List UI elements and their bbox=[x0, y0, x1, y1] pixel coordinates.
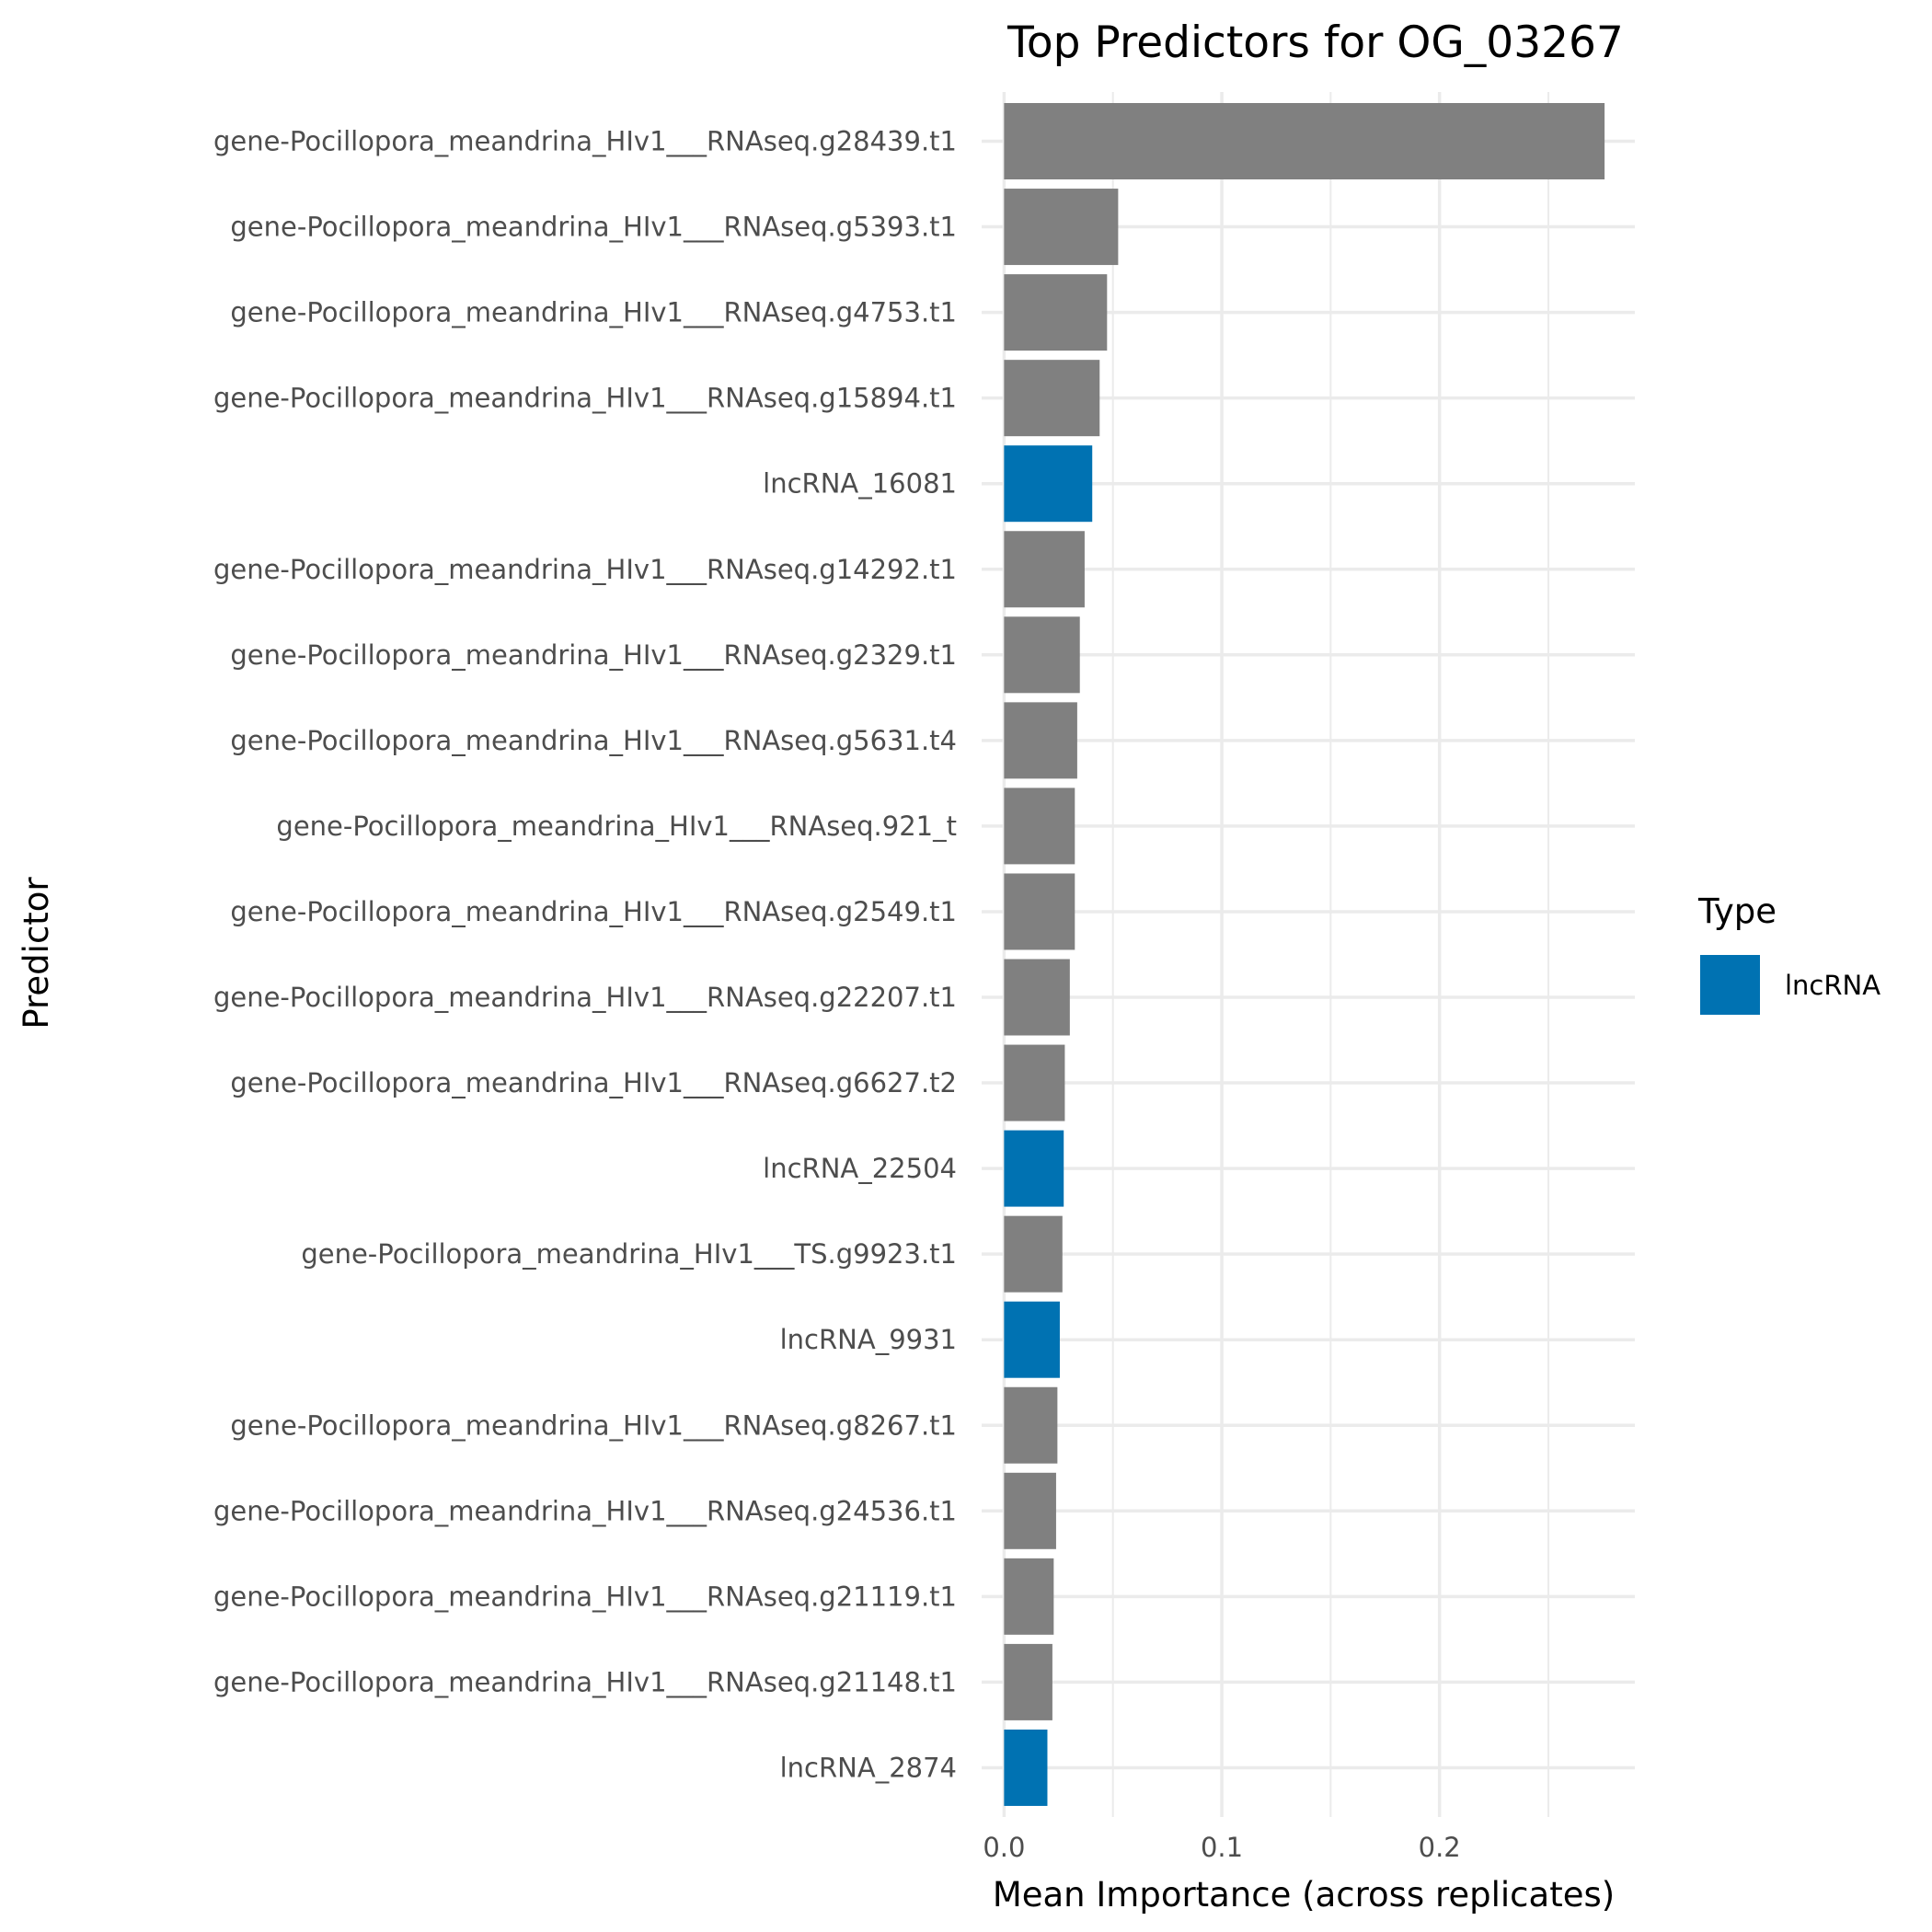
bar bbox=[1004, 1729, 1048, 1806]
bar bbox=[1004, 1558, 1054, 1635]
y-tick-label: lncRNA_22504 bbox=[763, 1153, 957, 1184]
y-tick-label: lncRNA_9931 bbox=[780, 1324, 957, 1355]
bar bbox=[1004, 1215, 1063, 1293]
y-tick-label: gene-Pocillopora_meandrina_HIv1___RNAseq… bbox=[230, 297, 957, 328]
legend-key-lncrna bbox=[1700, 955, 1760, 1015]
y-tick-label: gene-Pocillopora_meandrina_HIv1___RNAseq… bbox=[230, 1409, 957, 1441]
y-tick-label: gene-Pocillopora_meandrina_HIv1___RNAseq… bbox=[213, 126, 957, 157]
chart-title: Top Predictors for OG_03267 bbox=[1006, 17, 1624, 68]
bar bbox=[1004, 360, 1100, 437]
grid-lines bbox=[982, 92, 1635, 1817]
bar bbox=[1004, 616, 1080, 694]
x-tick-label: 0.1 bbox=[1201, 1832, 1243, 1863]
y-tick-label: gene-Pocillopora_meandrina_HIv1___RNAseq… bbox=[213, 554, 957, 585]
y-tick-label: gene-Pocillopora_meandrina_HIv1___TS.g99… bbox=[301, 1238, 957, 1270]
bar bbox=[1004, 1044, 1065, 1121]
bar bbox=[1004, 1472, 1056, 1549]
bar bbox=[1004, 873, 1075, 950]
bar bbox=[1004, 189, 1119, 266]
bar bbox=[1004, 788, 1075, 865]
bar bbox=[1004, 531, 1085, 608]
bar bbox=[1004, 1130, 1064, 1207]
legend-title: Type bbox=[1697, 891, 1777, 931]
y-tick-label: gene-Pocillopora_meandrina_HIv1___RNAseq… bbox=[213, 383, 957, 414]
bar bbox=[1004, 445, 1093, 523]
y-tick-label: gene-Pocillopora_meandrina_HIv1___RNAseq… bbox=[230, 212, 957, 243]
y-tick-label: gene-Pocillopora_meandrina_HIv1___RNAseq… bbox=[213, 1666, 957, 1697]
bar bbox=[1004, 103, 1605, 179]
x-tick-labels: 0.0 0.1 0.2 bbox=[983, 1832, 1460, 1863]
y-tick-label: gene-Pocillopora_meandrina_HIv1___RNAseq… bbox=[230, 1067, 957, 1098]
bar bbox=[1004, 959, 1070, 1036]
y-tick-label: gene-Pocillopora_meandrina_HIv1___RNAseq… bbox=[213, 982, 957, 1013]
bar bbox=[1004, 1386, 1058, 1464]
y-axis-title: Predictor bbox=[17, 877, 56, 1029]
y-tick-label: gene-Pocillopora_meandrina_HIv1___RNAseq… bbox=[213, 1581, 957, 1612]
x-axis-title: Mean Importance (across replicates) bbox=[993, 1875, 1615, 1915]
bars bbox=[1004, 103, 1605, 1806]
y-tick-label: gene-Pocillopora_meandrina_HIv1___RNAseq… bbox=[276, 811, 957, 842]
y-tick-label: lncRNA_2874 bbox=[780, 1752, 957, 1783]
bar bbox=[1004, 1643, 1052, 1720]
y-tick-label: gene-Pocillopora_meandrina_HIv1___RNAseq… bbox=[230, 725, 957, 756]
bar bbox=[1004, 702, 1077, 779]
y-tick-label: lncRNA_16081 bbox=[763, 468, 957, 500]
x-tick-label: 0.0 bbox=[983, 1832, 1025, 1863]
y-tick-label: gene-Pocillopora_meandrina_HIv1___RNAseq… bbox=[213, 1495, 957, 1526]
y-tick-labels: gene-Pocillopora_meandrina_HIv1___RNAseq… bbox=[213, 126, 957, 1784]
bar bbox=[1004, 1301, 1060, 1378]
bar bbox=[1004, 274, 1108, 351]
y-tick-label: gene-Pocillopora_meandrina_HIv1___RNAseq… bbox=[230, 896, 957, 927]
x-tick-label: 0.2 bbox=[1419, 1832, 1461, 1863]
legend: Type lncRNA bbox=[1697, 891, 1880, 1015]
legend-label-lncrna: lncRNA bbox=[1785, 970, 1880, 1001]
y-tick-label: gene-Pocillopora_meandrina_HIv1___RNAseq… bbox=[230, 639, 957, 671]
